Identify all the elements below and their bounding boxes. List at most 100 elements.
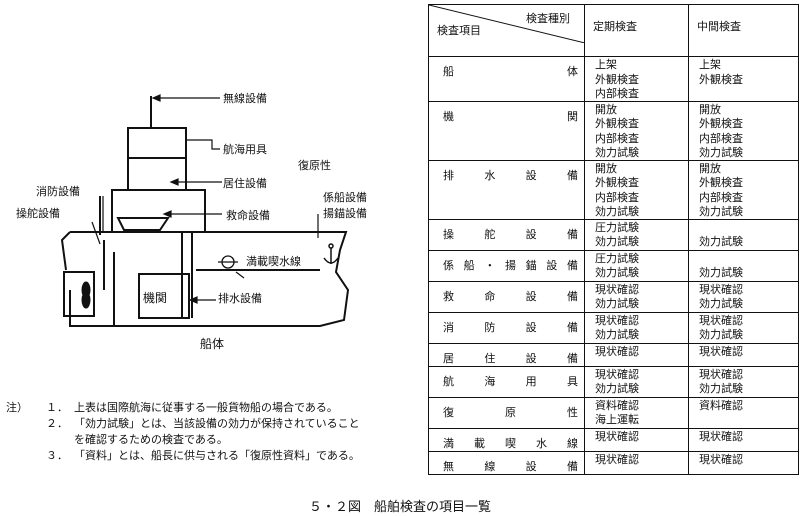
label-navigation: 航海用具	[223, 143, 267, 156]
note-number: ２．	[46, 417, 68, 430]
table-row: 操舵設備圧力試験効力試験効力試験	[428, 218, 799, 251]
header-type: 検査種別	[526, 12, 570, 25]
notes: 注）１．上表は国際航海に従事する一般貨物船の場合である。 ２．「効力試験」とは、…	[6, 400, 360, 464]
label-loadline: 満載喫水線	[246, 255, 301, 268]
check-entry: 現状確認	[595, 313, 639, 327]
item-cell: 航海用具	[428, 365, 585, 398]
item-label: 排水設備	[443, 168, 578, 182]
note-text: 「資料」とは、船長に供与される「復原性資料」である。	[74, 449, 360, 462]
periodic-cell: 圧力試験効力試験	[584, 218, 689, 251]
check-entry: 効力試験	[595, 266, 639, 279]
check-entry: 現状確認	[699, 344, 743, 358]
header-item: 検査項目	[437, 24, 481, 37]
table-row: 機関開放外観検査内部検査効力試験開放外観検査内部検査効力試験	[428, 100, 799, 161]
check-entry: 現状確認	[595, 282, 639, 296]
label-steering: 操舵設備	[16, 207, 60, 220]
periodic-cell: 圧力試験効力試験	[584, 249, 689, 282]
intermediate-cell: 資料確認	[688, 396, 799, 429]
item-cell: 排水設備	[428, 159, 585, 220]
check-entry: 内部検査	[699, 131, 743, 145]
check-entry: 現状確認	[595, 344, 639, 358]
table-row: 復原性資料確認海上運転資料確認	[428, 396, 799, 429]
periodic-cell: 上架外観検査内部検査	[584, 56, 689, 102]
note-number: １．	[46, 401, 68, 414]
check-entry: 効力試験	[595, 146, 639, 159]
check-entry: 資料確認	[699, 398, 743, 412]
item-label: 機関	[443, 109, 578, 123]
check-entry: 効力試験	[699, 146, 743, 159]
item-cell: 復原性	[428, 396, 585, 429]
check-entry: 圧力試験	[595, 220, 639, 234]
notes-prefix: 注）	[6, 401, 28, 414]
check-entry: 上架	[699, 58, 721, 71]
intermediate-cell: 現状確認	[688, 342, 799, 367]
check-entry: 効力試験	[699, 382, 743, 395]
note-text: 上表は国際航海に従事する一般貨物船の場合である。	[74, 401, 338, 414]
intermediate-cell: 効力試験	[688, 249, 799, 282]
label-radio: 無線設備	[223, 92, 267, 105]
check-entry	[689, 251, 798, 266]
intermediate-cell: 現状確認効力試験	[688, 365, 799, 398]
figure-caption: ５・２図 船舶検査の項目一覧	[308, 500, 491, 515]
item-cell: 消防設備	[428, 311, 585, 344]
check-entry: 現状確認	[699, 313, 743, 327]
intermediate-cell: 開放外観検査内部検査効力試験	[688, 100, 799, 161]
table-row: 排水設備開放外観検査内部検査効力試験開放外観検査内部検査効力試験	[428, 159, 799, 220]
label-lifesaving: 救命設備	[226, 209, 270, 222]
periodic-cell: 現状確認	[584, 342, 689, 367]
intermediate-cell: 現状確認	[688, 450, 799, 475]
check-entry: 開放	[595, 161, 617, 175]
periodic-cell: 現状確認効力試験	[584, 280, 689, 313]
item-cell: 満載喫水線	[428, 427, 585, 452]
check-entry: 効力試験	[595, 205, 639, 218]
item-label: 救命設備	[443, 289, 578, 303]
item-cell: 居住設備	[428, 342, 585, 367]
label-mooring: 係船設備 揚錨設備	[323, 191, 367, 220]
item-label: 消防設備	[443, 320, 578, 334]
item-label: 居住設備	[443, 351, 578, 365]
intermediate-cell: 現状確認効力試験	[688, 311, 799, 344]
check-entry: 効力試験	[699, 328, 743, 341]
header-periodic: 定期検査	[584, 4, 689, 57]
check-entry: 効力試験	[699, 235, 743, 248]
header-intermediate: 中間検査	[688, 4, 799, 57]
check-entry: 資料確認	[595, 398, 639, 412]
check-entry: 外観検査	[699, 117, 743, 130]
table-row: 無線設備現状確認現状確認	[428, 450, 799, 475]
item-cell: 係船・揚錨設備	[428, 249, 585, 282]
table-header-row: 検査種別 検査項目 定期検査 中間検査	[428, 4, 799, 57]
item-label: 船体	[443, 65, 578, 78]
header-corner: 検査種別 検査項目	[428, 4, 585, 57]
ship-diagram	[60, 94, 350, 327]
label-fire: 消防設備	[36, 185, 80, 198]
intermediate-cell: 上架外観検査	[688, 56, 799, 102]
periodic-cell: 現状確認	[584, 450, 689, 475]
check-entry: 効力試験	[595, 235, 639, 248]
check-entry: 海上運転	[595, 413, 639, 426]
table-row: 居住設備 現状確認 現状確認	[428, 342, 799, 367]
periodic-cell: 現状確認効力試験	[584, 365, 689, 398]
check-entry: 現状確認	[595, 429, 639, 443]
check-entry: 現状確認	[699, 282, 743, 296]
check-entry: 開放	[699, 161, 721, 175]
check-entry: 外観検査	[699, 176, 743, 189]
check-entry: 圧力試験	[595, 251, 639, 265]
item-cell: 無線設備	[428, 450, 585, 475]
intermediate-cell: 開放外観検査内部検査効力試験	[688, 159, 799, 220]
check-entry: 外観検査	[595, 117, 639, 130]
table-row: 救命設備現状確認効力試験現状確認効力試験	[428, 280, 799, 313]
note-text-cont: を確認するための検査である。	[74, 433, 228, 446]
check-entry: 外観検査	[699, 72, 743, 86]
intermediate-cell: 現状確認	[688, 427, 799, 452]
table-row: 消防設備現状確認効力試験現状確認効力試験	[428, 311, 799, 344]
table-row: 満載喫水線 現状確認 現状確認	[428, 427, 799, 452]
check-entry: 効力試験	[699, 266, 743, 279]
check-entry: 効力試験	[595, 382, 639, 395]
check-entry: 外観検査	[595, 176, 639, 189]
inspection-table: 検査種別 検査項目 定期検査 中間検査 船体上架外観検査内部検査上架外観検査機関…	[428, 4, 799, 475]
check-entry: 効力試験	[699, 297, 743, 310]
check-entry: 開放	[699, 102, 721, 116]
item-label: 満載喫水線	[443, 436, 578, 450]
item-cell: 船体	[428, 56, 585, 102]
check-entry: 外観検査	[595, 72, 639, 86]
